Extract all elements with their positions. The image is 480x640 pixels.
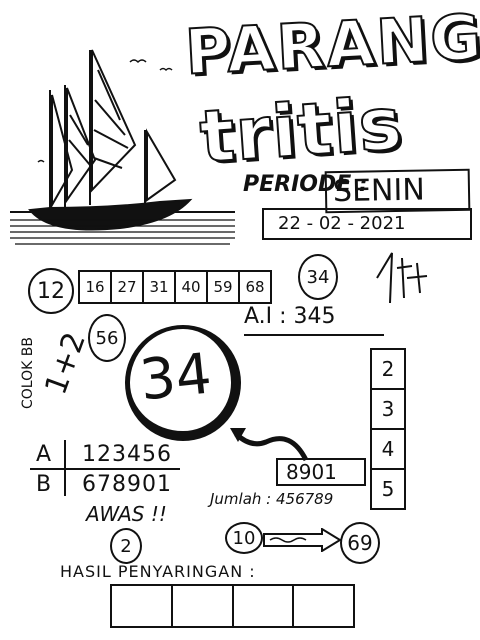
hasil-boxes [110, 584, 355, 628]
signature-scribble [376, 252, 428, 304]
ai-underline [244, 334, 384, 336]
ai-label-text: A.I [244, 304, 273, 329]
bbfs-cell: 27 [112, 272, 144, 302]
bbfs-cell: 31 [144, 272, 176, 302]
ab-divider-horizontal [30, 468, 180, 470]
side-cell: 3 [372, 390, 404, 430]
side-number-column: 2 3 4 5 [370, 348, 406, 510]
circled-number-34: 34 [298, 254, 338, 300]
title-tritis: tritis [196, 80, 406, 180]
side-cell: 5 [381, 477, 395, 501]
circled-number-56: 56 [88, 314, 126, 362]
circled-number-2: 2 [110, 528, 142, 564]
number-box-8901: 8901 [276, 458, 366, 486]
jumlah-text: Jumlah : 456789 [210, 490, 334, 508]
main-number: 34 [136, 341, 215, 414]
ship-illustration [10, 49, 235, 245]
hasil-cell [294, 586, 353, 626]
periode-label: PERIODE : [243, 172, 368, 197]
side-cell: 2 [372, 350, 404, 390]
bbfs-cell: 16 [80, 272, 112, 302]
title-parang: PARANG [182, 0, 480, 90]
awas-warning: AWAS !! [86, 502, 167, 526]
ai-value: : 345 [279, 304, 336, 329]
b-label: B [36, 472, 52, 497]
hasil-cell [234, 586, 295, 626]
curved-arrow [230, 428, 309, 462]
circled-number-10: 10 [225, 522, 263, 554]
main-number-ring [125, 325, 241, 441]
b-value: 678901 [82, 472, 172, 497]
right-arrow [263, 528, 342, 552]
hasil-label: HASIL PENYARINGAN : [60, 562, 256, 581]
colok-bb-label: COLOK BB [20, 337, 36, 409]
bbfs-cell: 59 [208, 272, 240, 302]
periode-date: 22 - 02 - 2021 [262, 208, 472, 240]
hasil-cell [173, 586, 234, 626]
bbfs-cell: 40 [176, 272, 208, 302]
colok-bb-value: 1+2 [38, 327, 93, 400]
bbfs-cell: 68 [245, 278, 265, 296]
circled-number-69: 69 [340, 522, 380, 564]
periode-day: SENIN [324, 168, 471, 214]
ai-label: A.I : 345 [244, 304, 336, 329]
a-value: 123456 [82, 442, 172, 467]
side-cell: 4 [372, 430, 404, 470]
hasil-cell [112, 586, 173, 626]
bbfs-row: 16 27 31 40 59 68 [78, 270, 272, 304]
a-label: A [36, 442, 52, 467]
circled-number-12: 12 [28, 268, 74, 314]
